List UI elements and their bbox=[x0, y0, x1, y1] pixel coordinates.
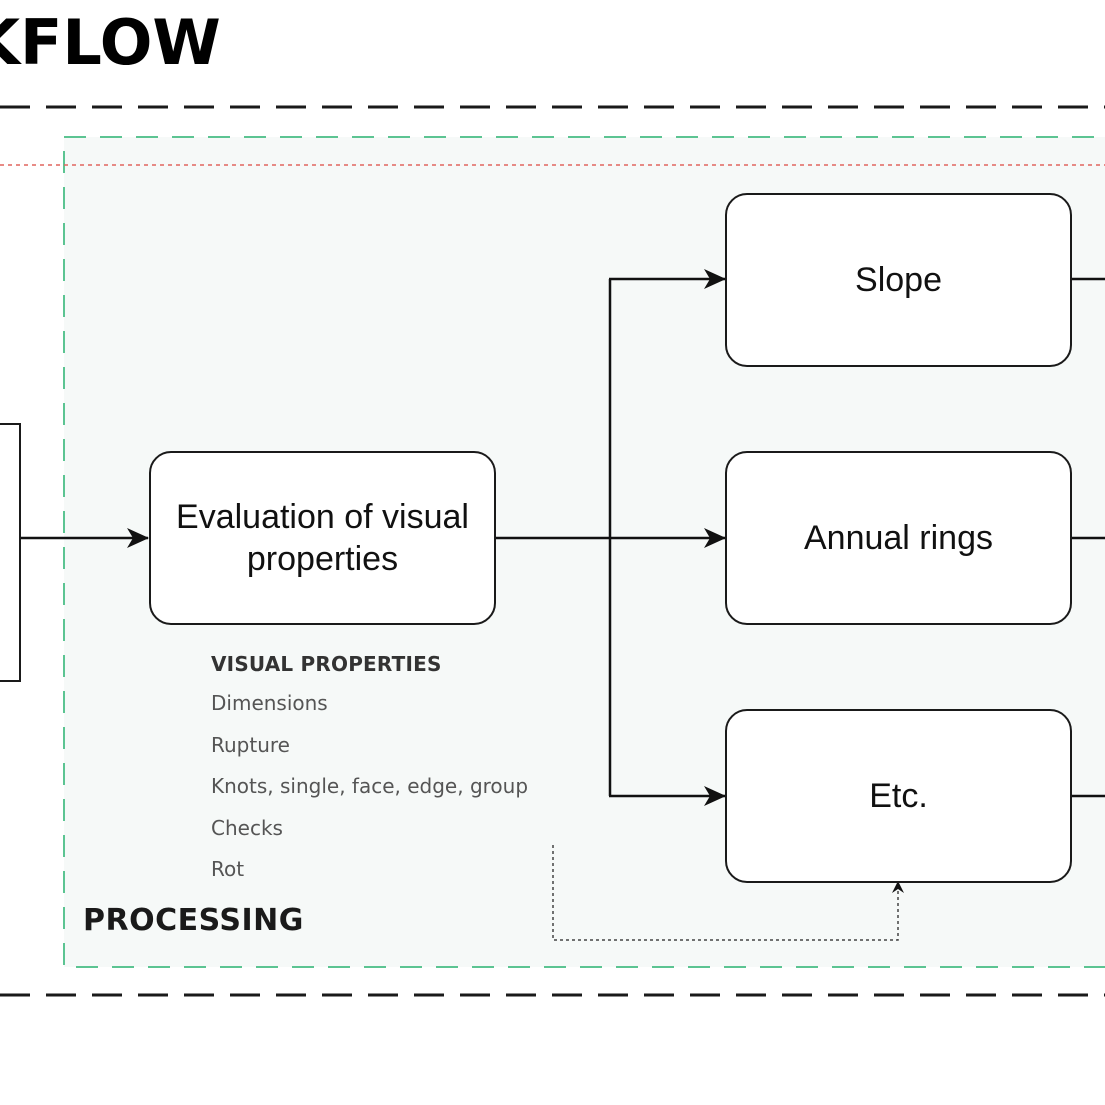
node-slope: Slope bbox=[725, 193, 1072, 367]
visual-property-item: Rupture bbox=[211, 732, 290, 757]
visual-properties-heading: VISUAL PROPERTIES bbox=[211, 652, 442, 676]
visual-properties-list: VISUAL PROPERTIES Dimensions Rupture Kno… bbox=[211, 652, 528, 898]
visual-property-item: Rot bbox=[211, 857, 245, 881]
visual-property-item: Dimensions bbox=[211, 691, 328, 715]
visual-property-item: Checks bbox=[211, 815, 283, 840]
node-annual-rings: Annual rings bbox=[725, 451, 1072, 625]
node-slope-label: Slope bbox=[855, 260, 942, 299]
processing-label: PROCESSING bbox=[83, 903, 304, 938]
page-title: KFLOW bbox=[0, 6, 221, 79]
node-annual-rings-label: Annual rings bbox=[803, 518, 993, 557]
edge-properties-to-etc bbox=[552, 845, 904, 941]
node-etc: Etc. bbox=[725, 709, 1072, 883]
input-node-partial bbox=[0, 423, 21, 682]
node-etc-label: Etc. bbox=[869, 776, 928, 815]
node-evaluation-label: Evaluation of visual properties bbox=[176, 497, 469, 579]
node-evaluation: Evaluation of visual properties bbox=[149, 451, 496, 625]
visual-property-item: Knots, single, face, edge, group bbox=[211, 774, 529, 798]
